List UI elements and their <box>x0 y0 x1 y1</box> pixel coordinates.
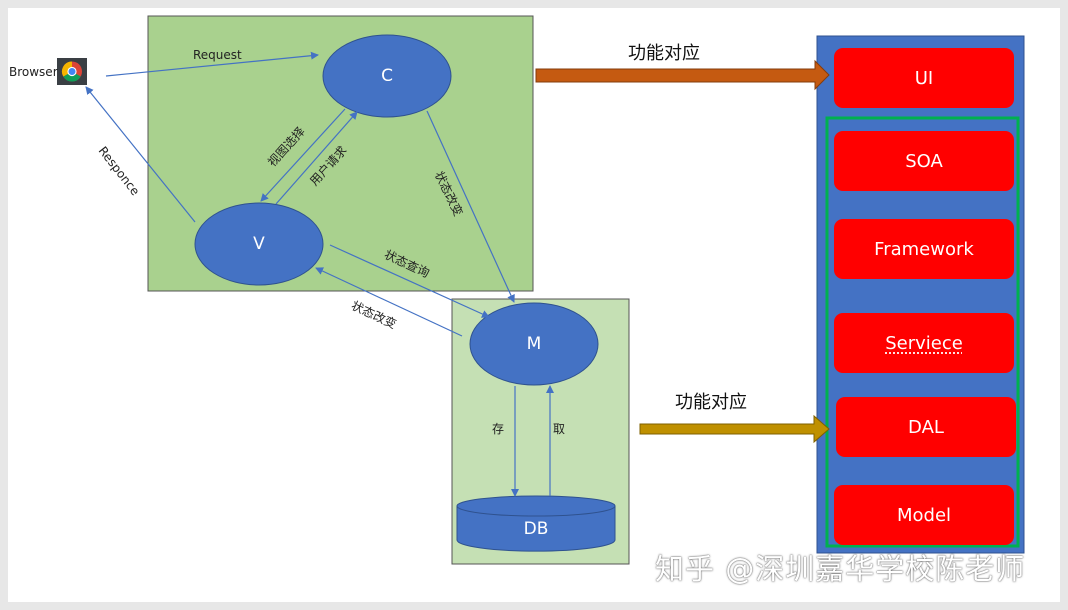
layer-serviece-label: Serviece <box>885 332 963 354</box>
responce-arrow <box>85 86 196 223</box>
request-label: Request <box>193 48 242 62</box>
model-label: M <box>526 334 542 354</box>
layer-framework-label: Framework <box>874 238 974 260</box>
layer-framework: Framework <box>834 219 1014 279</box>
state-query-arrow <box>329 244 490 318</box>
layer-serviece: Serviece <box>834 313 1014 373</box>
fetch-label: 取 <box>553 422 566 436</box>
controller-node <box>322 34 452 118</box>
view-label: V <box>253 234 265 254</box>
request-arrow <box>105 51 319 77</box>
backend-group-border <box>825 116 1020 548</box>
view-select-arrow <box>260 108 346 202</box>
layer-ui: UI <box>834 48 1014 108</box>
mapping-label-top: 功能对应 <box>628 43 700 64</box>
layer-soa-label: SOA <box>905 150 943 172</box>
database-label: DB <box>523 519 549 539</box>
layer-ui-label: UI <box>914 67 934 89</box>
browser-label: Browser <box>9 65 58 79</box>
layer-dal-label: DAL <box>908 416 944 438</box>
mapping-arrow-top <box>535 59 830 91</box>
database-node <box>456 495 616 552</box>
state-change-cm-arrow <box>426 110 515 303</box>
state-change-mv-arrow <box>315 267 463 337</box>
layer-model: Model <box>834 485 1014 545</box>
model-node <box>469 302 599 386</box>
layer-column <box>816 35 1025 554</box>
chrome-icon <box>57 58 87 85</box>
view-node <box>194 202 324 286</box>
layer-soa: SOA <box>834 131 1014 191</box>
controller-label: C <box>381 66 393 86</box>
user-request-arrow <box>275 111 358 205</box>
store-label: 存 <box>492 422 505 436</box>
mapping-arrow-bottom <box>639 414 830 444</box>
watermark-text: 知乎 @深圳嘉华学校陈老师 <box>655 552 1026 586</box>
mapping-label-bottom: 功能对应 <box>675 392 747 413</box>
layer-model-label: Model <box>896 504 952 526</box>
layer-dal: DAL <box>836 397 1016 457</box>
